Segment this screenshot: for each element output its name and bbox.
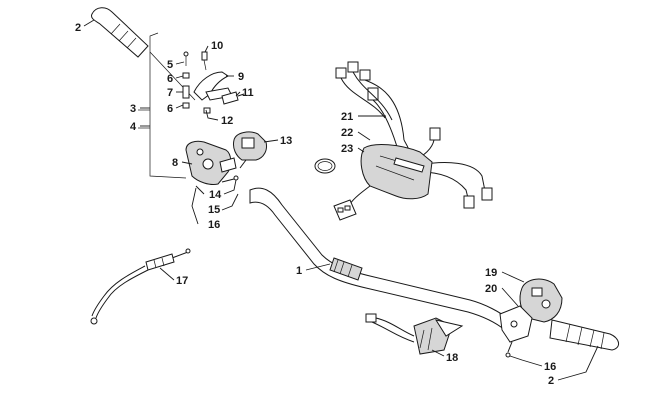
callout-9: 9 — [238, 71, 244, 83]
callout-11: 11 — [242, 87, 254, 99]
callout-5: 5 — [167, 59, 173, 71]
right-switch-housing — [499, 278, 563, 358]
callout-21: 21 — [341, 111, 353, 123]
callout-18: 18 — [446, 352, 458, 364]
callout-4: 4 — [130, 121, 137, 133]
callout-16-left: 16 — [208, 219, 220, 231]
throttle-bracket-outline — [138, 32, 187, 179]
callout-labels: 2 3 4 5 6 7 6 10 9 11 12 13 8 14 15 16 2… — [75, 22, 556, 387]
callout-14: 14 — [209, 189, 222, 201]
heater-switch-18 — [365, 313, 464, 355]
throttle-lever — [193, 71, 233, 101]
throttle-cable — [90, 248, 191, 325]
callout-16-right: 16 — [544, 361, 556, 373]
throttle-connector — [221, 91, 245, 105]
harness-cover — [333, 144, 433, 221]
handlebar — [249, 187, 511, 331]
right-grip — [549, 319, 619, 351]
callout-22: 22 — [341, 127, 353, 139]
callout-23: 23 — [341, 143, 353, 155]
callout-2-left-grip: 2 — [75, 22, 81, 34]
small-hardware — [182, 51, 211, 114]
callout-19: 19 — [485, 267, 497, 279]
callout-3: 3 — [130, 103, 136, 115]
callout-6-lower: 6 — [167, 103, 173, 115]
callout-12: 12 — [221, 115, 233, 127]
callout-15: 15 — [208, 204, 220, 216]
leader-lines — [83, 19, 599, 381]
callout-10: 10 — [211, 40, 223, 52]
callout-13: 13 — [280, 135, 292, 147]
callout-6-upper: 6 — [167, 73, 173, 85]
left-grip — [91, 7, 196, 101]
callout-17: 17 — [176, 275, 188, 287]
callout-20: 20 — [485, 283, 497, 295]
callout-1: 1 — [296, 265, 302, 277]
left-housing-screws — [195, 175, 239, 195]
callout-7: 7 — [167, 87, 173, 99]
switch-assembly-13 — [233, 131, 267, 169]
callout-2-right-grip: 2 — [548, 375, 554, 387]
ring-23 — [314, 158, 336, 174]
callout-8: 8 — [172, 157, 178, 169]
left-switch-housing — [185, 140, 237, 185]
